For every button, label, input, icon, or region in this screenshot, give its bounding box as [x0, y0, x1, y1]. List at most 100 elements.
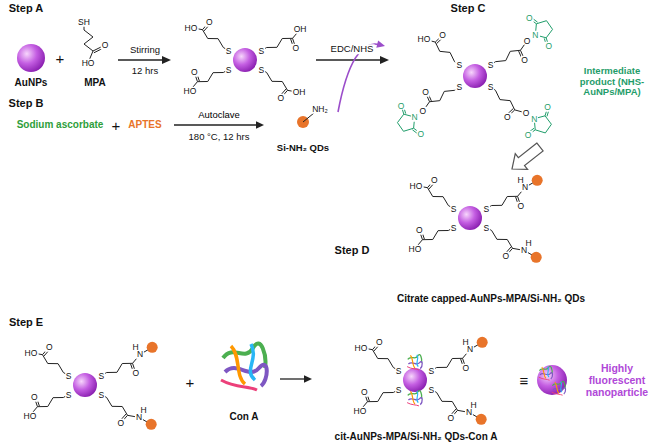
atom-label: O — [419, 107, 428, 116]
connector-line — [280, 378, 305, 379]
compound-name: Si-NH₂ QDs — [277, 143, 329, 154]
atom-label: S — [65, 390, 73, 399]
compound-node: cit-AuNPs-MPA/Si-NH₂ QDs-Con A — [316, 326, 516, 444]
atom-label: O — [416, 129, 425, 138]
atom-label: O — [461, 364, 470, 373]
compound-name: Intermediate product (NHS-AuNPs/MPA) — [566, 66, 658, 99]
note-label: Highly fluorescent nanoparticle — [576, 362, 658, 398]
atom-label: O — [190, 68, 199, 77]
symbol-label: + — [56, 51, 65, 66]
connector-line — [338, 44, 379, 112]
atom-label: O — [421, 88, 430, 97]
atom-label: O — [525, 14, 534, 23]
atom-label: H — [131, 342, 139, 351]
atom-label: S — [483, 223, 491, 232]
bond-line — [486, 228, 512, 249]
atom-label: O — [45, 343, 54, 352]
gold-nanoparticle — [233, 48, 257, 72]
step-label: Step D — [335, 245, 370, 256]
atom-label: HO — [23, 411, 38, 420]
symbol-label: + — [186, 375, 195, 390]
atom-label: HO — [24, 348, 39, 357]
atom-label: O — [415, 226, 424, 235]
condition-label: 180 °C, 12 hrs — [188, 132, 251, 142]
atom-label: O — [131, 369, 140, 378]
atom-label: S — [258, 65, 266, 74]
atom-label: HO — [354, 343, 369, 352]
atom-label: HO — [408, 244, 423, 253]
atom-label: HO — [353, 406, 368, 415]
arrow-head — [376, 40, 385, 47]
atom-label: HO — [409, 181, 424, 190]
atom-label: S — [450, 223, 458, 232]
quantum-dot — [147, 342, 158, 353]
protein-con-a — [221, 343, 267, 390]
protein-con-a — [539, 366, 553, 380]
gold-nanoparticle — [17, 44, 45, 72]
atom-label: O — [520, 55, 529, 64]
atom-label: S — [450, 204, 458, 213]
atom-label: N — [531, 31, 539, 40]
atom-label: HO — [183, 86, 198, 95]
atom-label: SH — [77, 18, 91, 27]
atom-label: O — [375, 338, 384, 347]
gold-nanoparticle — [463, 64, 487, 88]
atom-label: O — [503, 113, 512, 122]
condition-label: Stirring — [129, 45, 161, 55]
bond-line — [486, 196, 517, 208]
connector — [174, 121, 264, 129]
step-label: Step B — [9, 98, 44, 109]
protein-con-a — [552, 381, 566, 395]
atom-label: N — [530, 114, 538, 123]
compound-node: APTES — [122, 116, 168, 134]
arrow-head — [380, 56, 389, 64]
atom-label: OH — [292, 88, 307, 97]
bond-line — [101, 363, 132, 375]
atom-label: N — [466, 345, 474, 354]
atom-label: O — [523, 36, 532, 45]
atom-label: S — [395, 366, 403, 375]
connector — [512, 143, 543, 169]
compound-node: Citrate capped-AuNPs-MPA/Si-NH₂ QDs — [378, 170, 604, 306]
atom-label: N — [520, 246, 528, 255]
compound-name: Sodium ascorbate — [17, 119, 104, 131]
compound-node: AuNPs — [6, 38, 56, 90]
atom-label: N — [135, 413, 143, 422]
compound-name: Citrate capped-AuNPs-MPA/Si-NH₂ QDs — [397, 293, 585, 305]
atom-label: O — [205, 18, 214, 27]
condition-label: Autoclave — [197, 109, 241, 120]
atom-label: S — [428, 366, 436, 375]
atom-label: S — [487, 83, 495, 92]
atom-label: H — [139, 405, 147, 414]
atom-label: O — [116, 419, 125, 428]
atom-label: O — [30, 393, 39, 402]
atom-label: H — [461, 337, 469, 346]
atom-label: S — [225, 46, 233, 55]
atom-label: N — [411, 113, 419, 122]
compound-node: Con A — [214, 334, 274, 424]
atom-label: N — [465, 408, 473, 417]
atom-label: HO — [184, 23, 199, 32]
atom-label: N — [521, 183, 529, 192]
atom-label: NH₂ — [311, 105, 329, 114]
atom-label: S — [483, 204, 491, 213]
bond-line — [491, 50, 521, 65]
bond-line — [431, 358, 462, 370]
protein-con-a — [407, 355, 422, 370]
atom-label: S — [456, 61, 464, 70]
gold-nanoparticle — [73, 373, 97, 397]
atom-label: O — [545, 42, 554, 51]
atom-label: S — [98, 390, 106, 399]
atom-label: O — [291, 44, 300, 53]
condition-label: EDC/NHS — [330, 44, 375, 54]
bond-line — [101, 395, 127, 416]
atom-label: O — [522, 109, 531, 118]
protein-con-a — [407, 391, 422, 406]
quantum-dot — [477, 337, 488, 348]
bond-line — [261, 70, 287, 91]
atom-label: S — [225, 65, 233, 74]
atom-label: S — [65, 371, 73, 380]
atom-label: O — [524, 131, 533, 140]
